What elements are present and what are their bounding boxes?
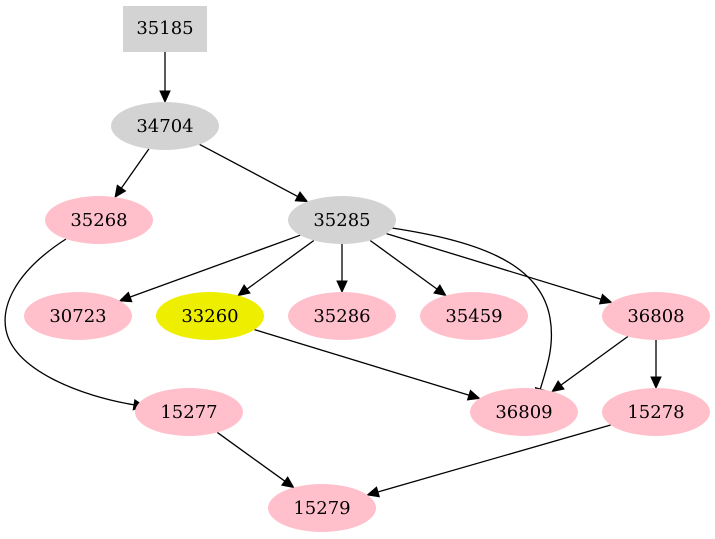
- arrowhead-icon: [551, 380, 565, 393]
- node-shape: [268, 484, 376, 532]
- edge-35285-to-36808: [386, 232, 613, 305]
- edge-34704-to-35285: [199, 143, 309, 203]
- node-shape: [288, 292, 396, 340]
- edge-35285-to-35286: [336, 244, 348, 294]
- arrowhead-icon: [294, 191, 309, 203]
- edge-line: [4, 238, 136, 406]
- node-label: 30723: [49, 306, 106, 327]
- arrowhead-icon: [114, 184, 127, 199]
- node-36809[interactable]: 36809: [470, 388, 578, 436]
- arrowhead-icon: [433, 284, 447, 297]
- arrowhead-icon: [280, 476, 295, 489]
- node-label: 15278: [627, 402, 684, 423]
- edge-line: [391, 227, 553, 391]
- edge-36808-to-15278: [650, 340, 662, 390]
- node-shape: [123, 6, 207, 52]
- node-34704[interactable]: 34704: [111, 102, 219, 150]
- node-shape: [420, 292, 528, 340]
- arrowhead-icon: [237, 284, 251, 297]
- nodes-layer: 35185 34704 35268 35285 30723 33260 35286 35459…: [24, 6, 710, 532]
- node-label: 36808: [627, 306, 684, 327]
- node-shape: [111, 102, 219, 150]
- node-label: 35285: [313, 210, 370, 231]
- edge-line: [254, 328, 471, 397]
- node-shape: [156, 292, 264, 340]
- node-shape: [602, 388, 710, 436]
- node-shape: [288, 196, 396, 244]
- node-shape: [470, 388, 578, 436]
- node-15279[interactable]: 15279: [268, 484, 376, 532]
- edge-35285-to-30723: [118, 234, 301, 303]
- node-35459[interactable]: 35459: [420, 292, 528, 340]
- node-label: 35286: [313, 306, 370, 327]
- edge-35285-to-35459: [369, 239, 447, 297]
- arrowhead-icon: [366, 486, 380, 498]
- edge-34704-to-35268: [114, 148, 150, 199]
- node-35268[interactable]: 35268: [45, 196, 153, 244]
- node-label: 35185: [136, 18, 193, 39]
- edge-line: [216, 431, 286, 483]
- node-35285[interactable]: 35285: [288, 196, 396, 244]
- arrowhead-icon: [159, 90, 171, 104]
- edge-33260-to-36809: [254, 328, 481, 401]
- node-label: 36809: [495, 402, 552, 423]
- edge-line: [369, 239, 439, 291]
- node-shape: [135, 388, 243, 436]
- edge-line: [199, 143, 299, 198]
- node-shape: [24, 292, 132, 340]
- arrowhead-icon: [650, 376, 662, 390]
- edge-15277-to-15279: [216, 431, 295, 489]
- arrowhead-icon: [118, 291, 133, 303]
- node-shape: [45, 196, 153, 244]
- node-label: 33260: [181, 306, 238, 327]
- edge-line: [128, 234, 301, 298]
- edge-line: [376, 424, 611, 493]
- node-shape: [602, 292, 710, 340]
- edge-line: [245, 239, 315, 291]
- node-35286[interactable]: 35286: [288, 292, 396, 340]
- node-15278[interactable]: 15278: [602, 388, 710, 436]
- edge-line: [559, 335, 629, 387]
- node-33260[interactable]: 33260: [156, 292, 264, 340]
- edges-layer: [4, 52, 662, 498]
- node-label: 15277: [160, 402, 217, 423]
- edge-35185-to-34704: [159, 52, 171, 104]
- node-35185[interactable]: 35185: [123, 6, 207, 52]
- edge-15278-to-15279: [366, 424, 611, 498]
- node-15277[interactable]: 15277: [135, 388, 243, 436]
- node-label: 34704: [136, 116, 193, 137]
- node-label: 35268: [70, 210, 127, 231]
- arrowhead-icon: [336, 280, 348, 294]
- node-36808[interactable]: 36808: [602, 292, 710, 340]
- node-label: 15279: [293, 498, 350, 519]
- arrowhead-icon: [598, 293, 613, 305]
- edge-35285-to-33260: [237, 239, 315, 297]
- node-label: 35459: [445, 306, 502, 327]
- edge-line: [120, 148, 150, 190]
- node-30723[interactable]: 30723: [24, 292, 132, 340]
- edge-36808-to-36809: [551, 335, 629, 393]
- arrowhead-icon: [466, 389, 481, 401]
- edge-line: [386, 232, 603, 301]
